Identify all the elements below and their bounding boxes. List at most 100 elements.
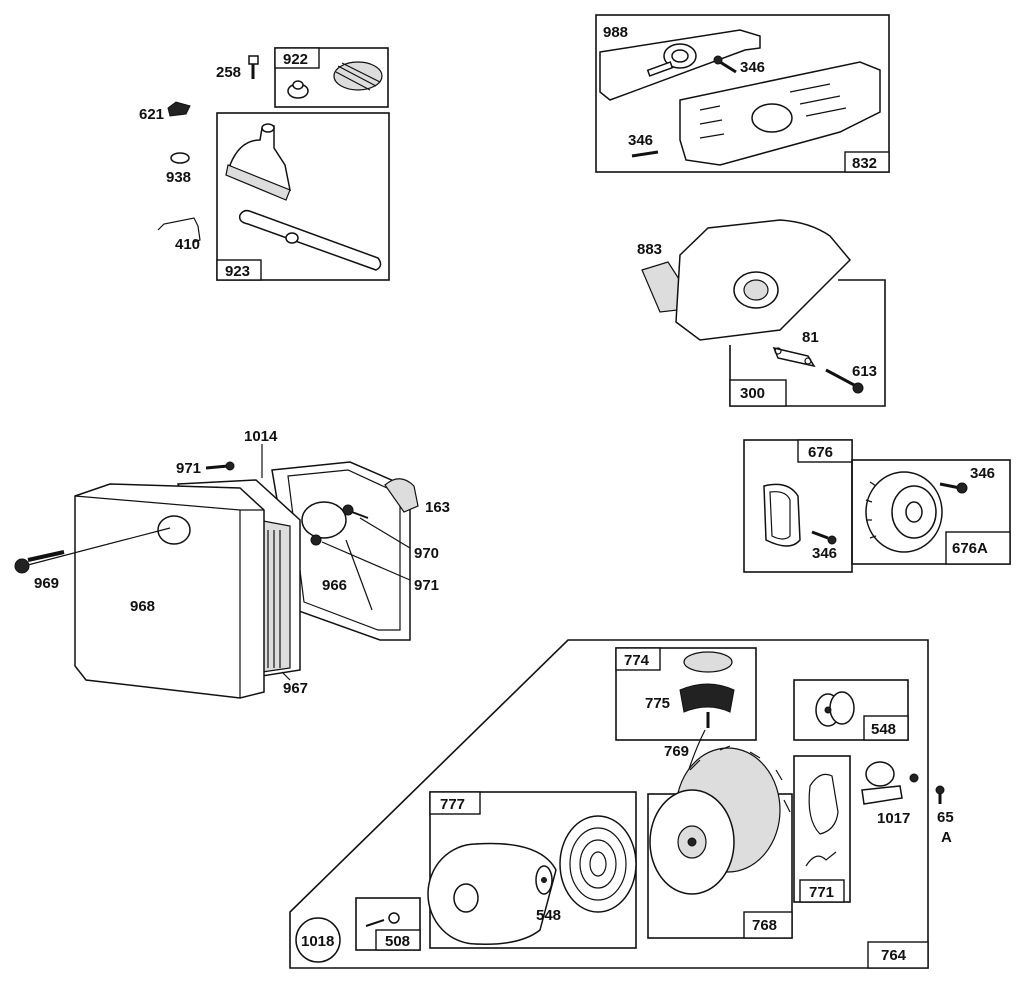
air-cleaner-group: 1014 971 163 970 971 966 bbox=[14, 428, 450, 699]
washer-938 bbox=[170, 152, 190, 164]
box-764 bbox=[289, 639, 929, 969]
tag-771 bbox=[799, 879, 845, 903]
label-922: 922 bbox=[283, 51, 308, 68]
flywheel-screen bbox=[865, 471, 943, 553]
screw-971-bottom bbox=[310, 534, 322, 546]
governor-cup bbox=[287, 80, 309, 99]
tag-508 bbox=[375, 929, 421, 951]
washer-548-bottom bbox=[535, 865, 553, 895]
pawl-arrow bbox=[805, 851, 837, 867]
muffler-lock-81 bbox=[772, 346, 816, 368]
label-970: 970 bbox=[414, 545, 439, 562]
muffler-body bbox=[675, 219, 852, 341]
governor-group: 258 922 621 938 410 923 bbox=[139, 47, 390, 281]
label-1018: 1018 bbox=[301, 933, 334, 950]
label-971-top: 971 bbox=[176, 460, 201, 477]
muffler-bracket-988 bbox=[599, 29, 761, 101]
governor-spring bbox=[333, 61, 383, 91]
label-777: 777 bbox=[440, 796, 465, 813]
label-508: 508 bbox=[385, 933, 410, 950]
label-300: 300 bbox=[740, 385, 765, 402]
governor-crank bbox=[225, 123, 291, 201]
screw-346-right bbox=[939, 482, 968, 494]
label-775: 775 bbox=[645, 695, 670, 712]
starter-handle bbox=[679, 651, 735, 728]
label-346-bottom: 346 bbox=[628, 132, 653, 149]
circle-1018 bbox=[295, 917, 341, 963]
label-676a: 676A bbox=[952, 540, 988, 557]
screw-346-top bbox=[713, 55, 737, 74]
tag-922 bbox=[274, 47, 320, 69]
label-1017: 1017 bbox=[877, 810, 910, 827]
tag-774 bbox=[615, 647, 661, 671]
screw-346-bottom bbox=[631, 150, 659, 158]
label-988: 988 bbox=[603, 24, 628, 41]
pawl-spring bbox=[808, 773, 839, 835]
box-548-top bbox=[793, 679, 909, 741]
label-346-right: 346 bbox=[970, 465, 995, 482]
muffler-group: 883 300 81 613 bbox=[637, 219, 886, 407]
label-410: 410 bbox=[175, 236, 200, 253]
air-cleaner-base-966 bbox=[271, 461, 411, 641]
screen-clip bbox=[763, 483, 801, 547]
rewind-spring bbox=[559, 815, 637, 913]
gasket-163 bbox=[384, 478, 419, 513]
label-883: 883 bbox=[637, 241, 662, 258]
tag-676 bbox=[797, 439, 853, 463]
label-676: 676 bbox=[808, 444, 833, 461]
box-923 bbox=[216, 112, 390, 281]
screw-258 bbox=[248, 55, 259, 79]
link-410 bbox=[157, 217, 201, 243]
screw-970 bbox=[342, 504, 369, 519]
washer-548-top bbox=[815, 691, 855, 727]
label-346-left: 346 bbox=[812, 545, 837, 562]
rewind-starter-group: 764 1018 508 774 775 769 548 bbox=[289, 639, 954, 969]
label-966: 966 bbox=[322, 577, 347, 594]
tag-832 bbox=[844, 151, 890, 173]
label-832: 832 bbox=[852, 155, 877, 172]
label-346-top: 346 bbox=[740, 59, 765, 76]
tag-300 bbox=[729, 379, 787, 407]
label-923: 923 bbox=[225, 263, 250, 280]
label-967: 967 bbox=[283, 680, 308, 697]
label-971-bottom: 971 bbox=[414, 577, 439, 594]
box-832 bbox=[595, 14, 890, 173]
tag-768 bbox=[743, 911, 793, 939]
label-764: 764 bbox=[881, 947, 907, 964]
label-938: 938 bbox=[166, 169, 191, 186]
label-1014: 1014 bbox=[244, 428, 278, 445]
box-676a bbox=[851, 459, 1011, 565]
tag-923 bbox=[216, 259, 262, 281]
label-613: 613 bbox=[852, 363, 877, 380]
label-968: 968 bbox=[130, 598, 155, 615]
bolt-613 bbox=[825, 368, 864, 394]
label-621: 621 bbox=[139, 106, 164, 123]
tag-777 bbox=[429, 791, 481, 815]
label-969: 969 bbox=[34, 575, 59, 592]
label-258: 258 bbox=[216, 64, 241, 81]
screw-971-top bbox=[205, 461, 235, 471]
starter-housing bbox=[427, 842, 557, 945]
screw-508 bbox=[365, 912, 400, 927]
label-548-bottom: 548 bbox=[536, 907, 561, 924]
tag-548-top bbox=[863, 715, 909, 741]
clip-621 bbox=[167, 101, 191, 117]
label-768: 768 bbox=[752, 917, 777, 934]
starter-pulley bbox=[649, 745, 791, 895]
label-548-top: 548 bbox=[871, 721, 896, 738]
label-81: 81 bbox=[802, 329, 819, 346]
screw-65a bbox=[935, 785, 945, 804]
box-922 bbox=[274, 47, 389, 108]
box-774 bbox=[615, 647, 757, 741]
label-163: 163 bbox=[425, 499, 450, 516]
tag-764 bbox=[867, 941, 929, 969]
air-cleaner-cover-968 bbox=[74, 483, 265, 699]
label-769: 769 bbox=[664, 743, 689, 760]
bolt-969 bbox=[14, 527, 171, 574]
governor-lever bbox=[238, 209, 382, 271]
label-771: 771 bbox=[809, 884, 834, 901]
label-65: 65 bbox=[937, 809, 954, 826]
hub-1017 bbox=[861, 761, 919, 805]
label-774: 774 bbox=[624, 652, 650, 669]
